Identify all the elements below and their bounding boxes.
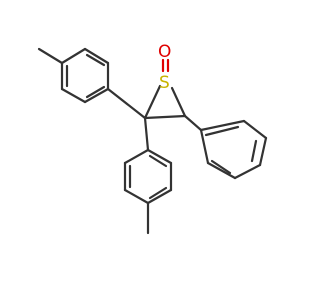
phenyl-ring: [183, 114, 268, 180]
bond: [170, 86, 187, 118]
methyl-bond: [37, 47, 64, 65]
bond: [242, 119, 268, 140]
bond: [60, 87, 87, 104]
bond: [146, 188, 173, 205]
double-bond-inner: [210, 159, 232, 175]
double-bond-inner: [204, 125, 240, 137]
bond: [143, 84, 162, 120]
bond: [106, 87, 147, 120]
double-bond-inner: [85, 53, 106, 67]
upper-tolyl-ring: [37, 47, 147, 120]
molecule-canvas: O S: [37, 42, 268, 235]
bond: [123, 188, 150, 205]
bond: [258, 136, 268, 167]
oxygen-atom-label: O: [158, 42, 171, 62]
double-bond-inner: [250, 139, 258, 163]
double-bond-inner: [148, 186, 168, 200]
sulfur-atom-label: S: [159, 73, 170, 93]
thiirane-ring: [143, 84, 187, 120]
structure-svg: O S: [37, 42, 268, 235]
bond: [83, 87, 110, 104]
bond: [146, 148, 173, 165]
bond: [60, 47, 87, 65]
bond: [123, 148, 150, 165]
bond: [143, 116, 150, 152]
bond: [83, 47, 110, 65]
double-bond-inner: [85, 85, 106, 99]
bond: [199, 119, 246, 132]
double-bond-inner: [148, 154, 168, 168]
bond: [143, 114, 187, 120]
bond: [183, 114, 203, 132]
lower-tolyl-ring: [123, 116, 173, 235]
bond: [206, 161, 237, 180]
bond: [233, 163, 262, 180]
sulfoxide-group: O S: [158, 42, 171, 93]
bond: [199, 128, 210, 165]
